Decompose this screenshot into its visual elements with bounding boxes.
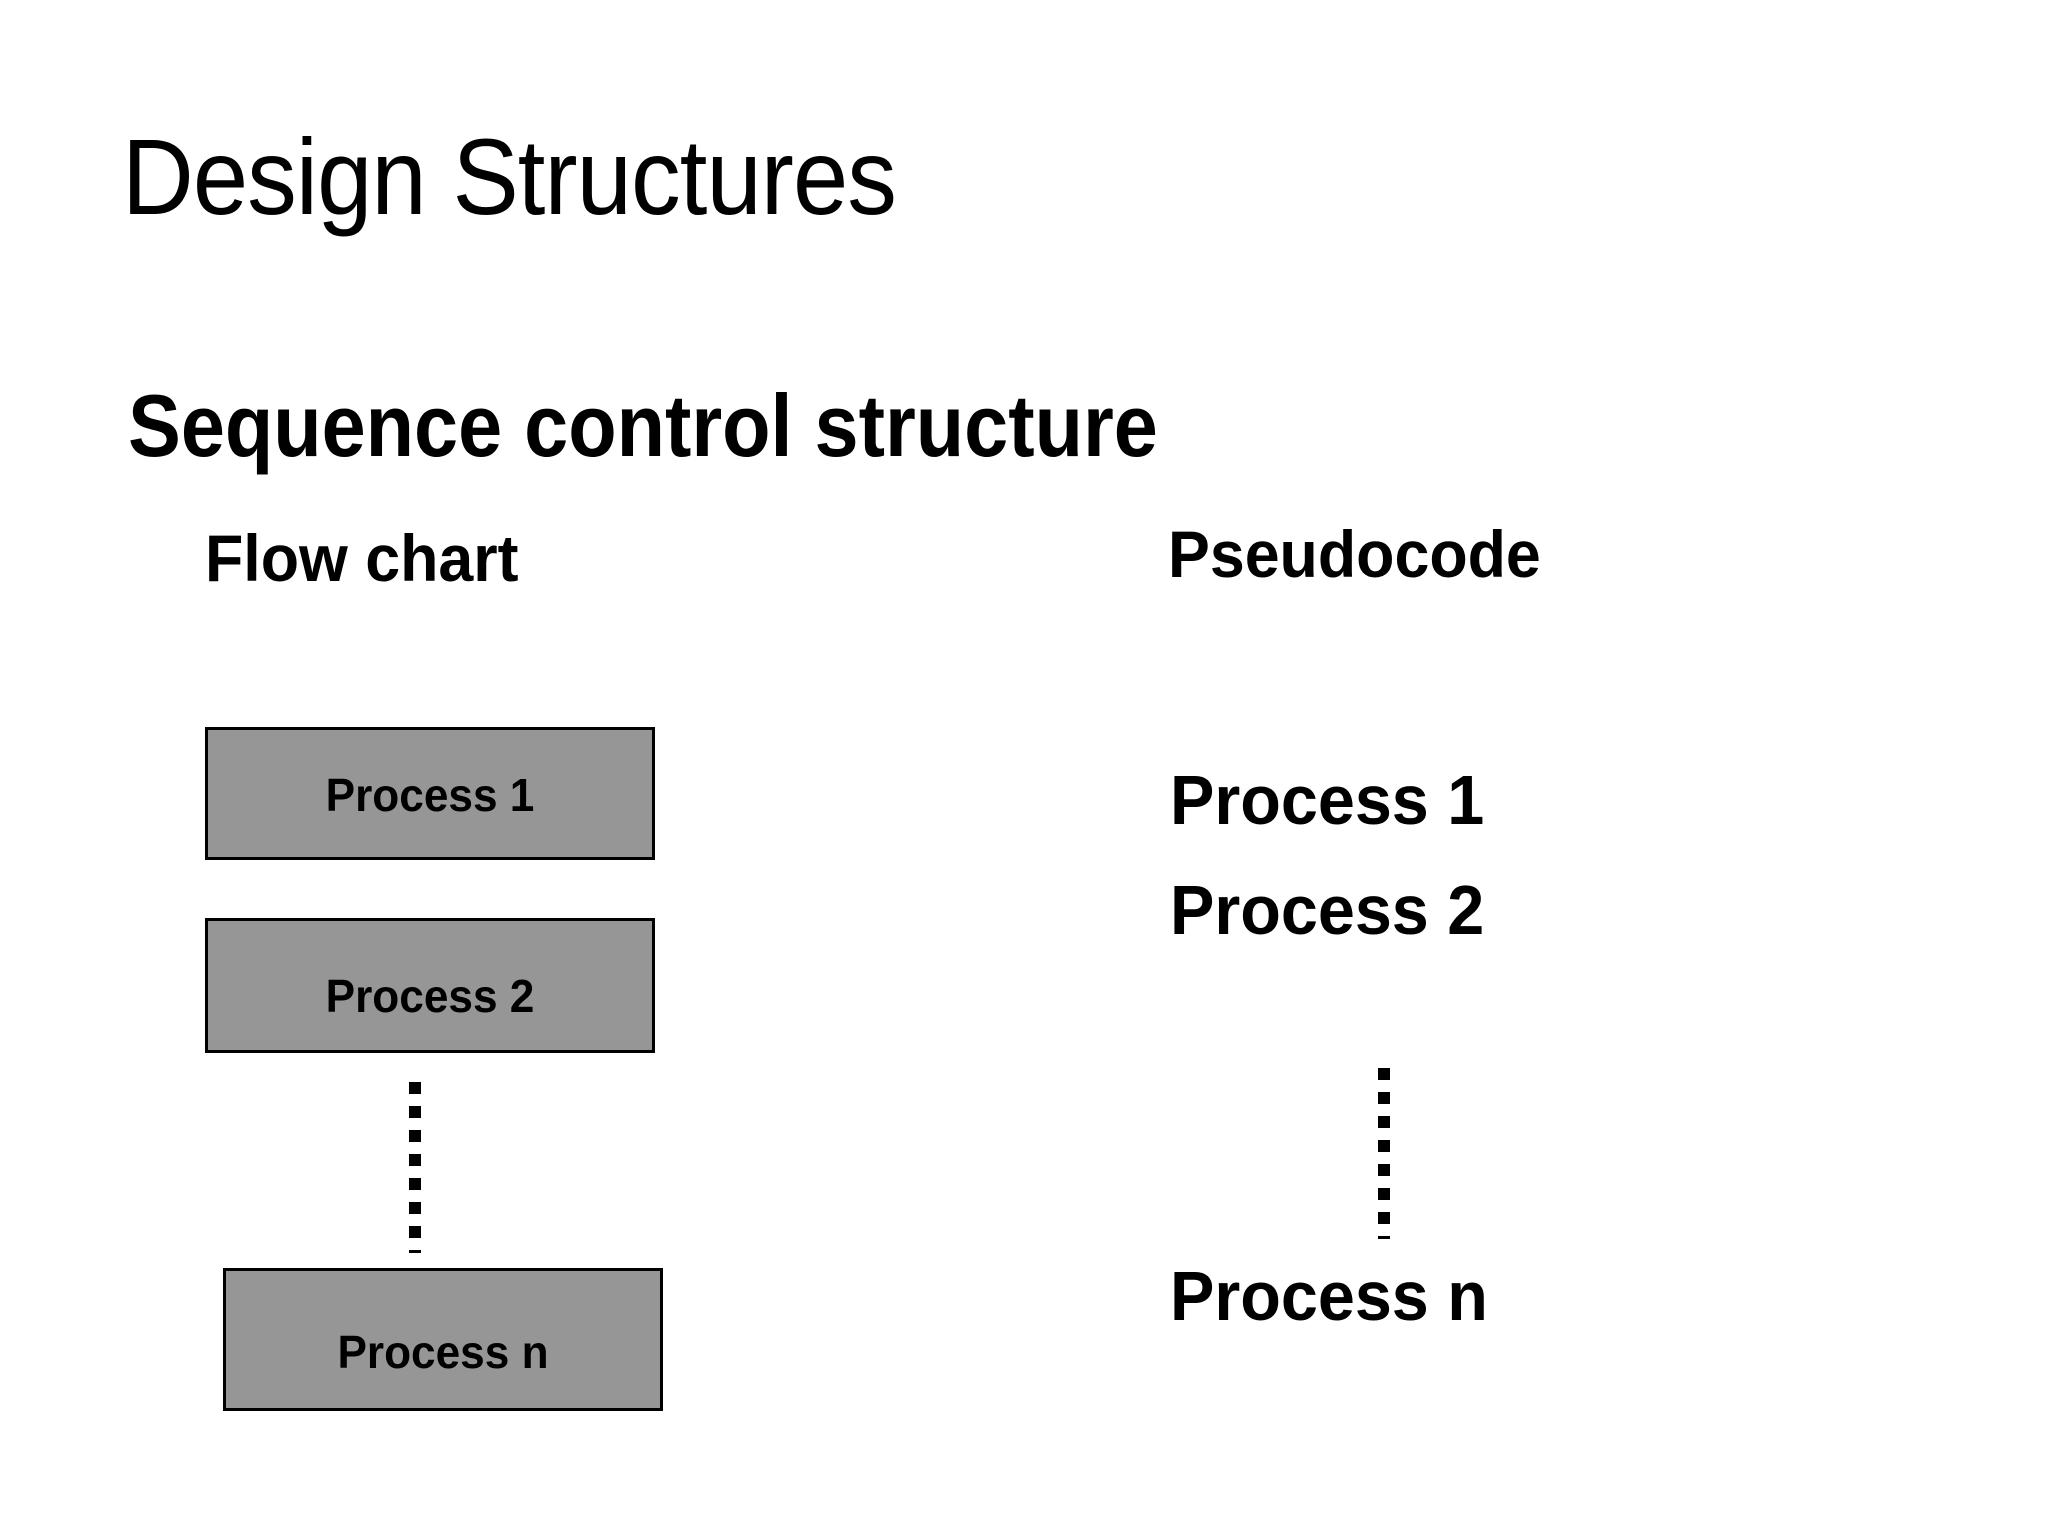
ellipsis-dot bbox=[1378, 1164, 1390, 1176]
flowchart-vertical-ellipsis-icon bbox=[409, 1082, 421, 1253]
pseudocode-column-heading: Pseudocode bbox=[1168, 517, 1541, 591]
ellipsis-dot bbox=[1378, 1116, 1390, 1128]
ellipsis-dot bbox=[409, 1106, 421, 1118]
pseudocode-line: Process n bbox=[1170, 1257, 1488, 1335]
pseudocode-line: Process 1 bbox=[1170, 761, 1485, 839]
ellipsis-dot bbox=[409, 1226, 421, 1238]
ellipsis-dot bbox=[409, 1130, 421, 1142]
pseudocode-line: Process 2 bbox=[1170, 871, 1485, 949]
ellipsis-dot bbox=[409, 1178, 421, 1190]
ellipsis-dot bbox=[1378, 1092, 1390, 1104]
flowchart-process-box: Process 2 bbox=[205, 918, 655, 1053]
ellipsis-dot bbox=[409, 1154, 421, 1166]
flowchart-process-box-label: Process n bbox=[337, 1326, 549, 1378]
pseudocode-vertical-ellipsis-icon bbox=[1378, 1068, 1390, 1239]
page-title: Design Structures bbox=[122, 116, 897, 237]
ellipsis-dot bbox=[1378, 1068, 1390, 1080]
ellipsis-dot bbox=[1378, 1212, 1390, 1224]
ellipsis-dot bbox=[1378, 1236, 1390, 1239]
ellipsis-dot bbox=[409, 1250, 421, 1253]
flowchart-process-box-label: Process 1 bbox=[325, 769, 535, 821]
flowchart-column-heading: Flow chart bbox=[205, 521, 519, 595]
flowchart-process-box: Process 1 bbox=[205, 727, 655, 860]
ellipsis-dot bbox=[409, 1202, 421, 1214]
ellipsis-dot bbox=[1378, 1140, 1390, 1152]
ellipsis-dot bbox=[409, 1082, 421, 1094]
flowchart-process-box-label: Process 2 bbox=[325, 970, 535, 1022]
slide-subtitle: Sequence control structure bbox=[128, 376, 1158, 475]
ellipsis-dot bbox=[1378, 1188, 1390, 1200]
flowchart-process-box: Process n bbox=[223, 1268, 663, 1411]
